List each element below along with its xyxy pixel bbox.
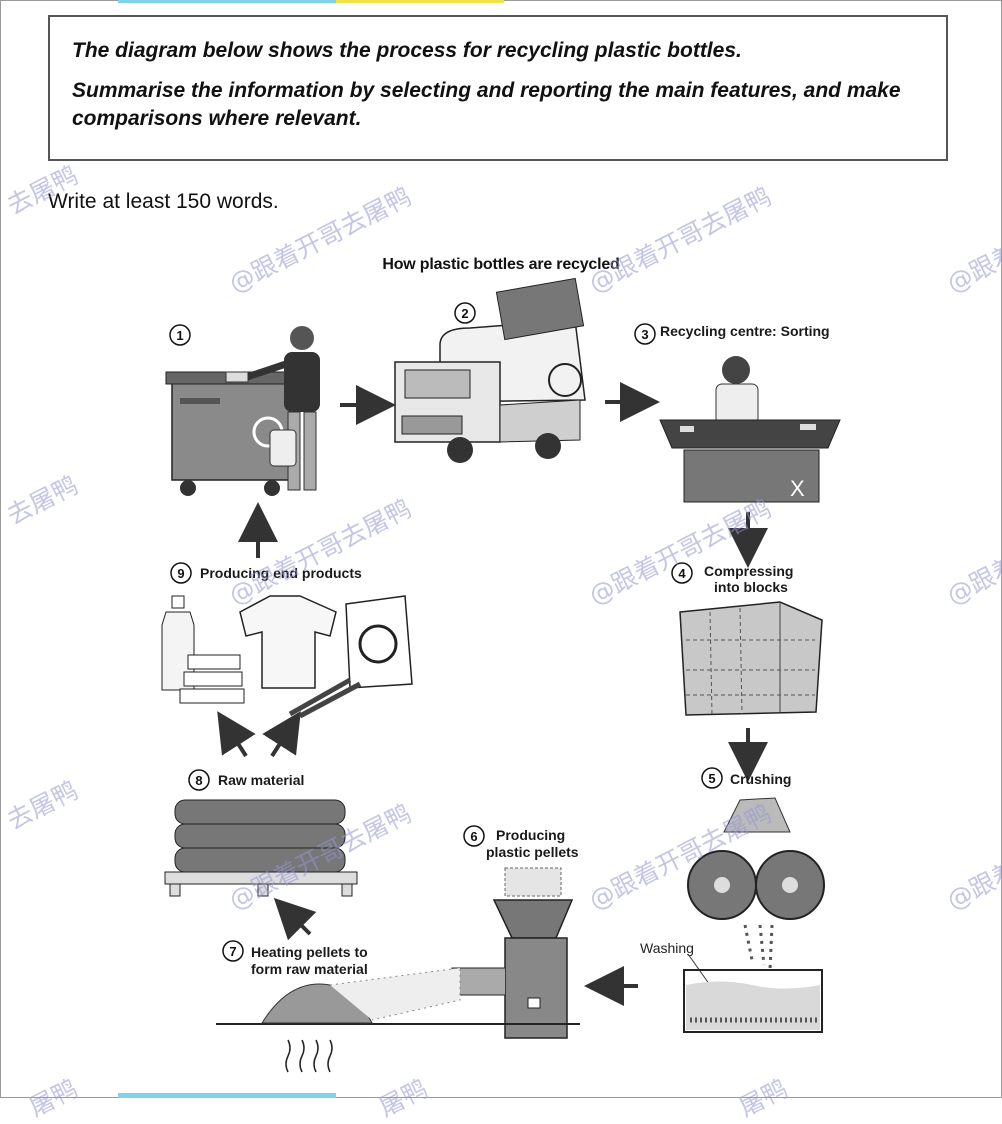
arrow-8-to-9-right <box>262 711 301 758</box>
step-4-compressed-block-illustration: 4 Compressing into blocks <box>671 562 823 716</box>
step-8-number: 8 <box>195 773 202 788</box>
step-6-pellet-machine-illustration: 6 Producing plastic pellets <box>451 825 579 1039</box>
step-9-number-circle <box>170 562 192 584</box>
step-8-raw-material-illustration: 8 Raw material <box>164 769 358 897</box>
arrow-7-to-8 <box>273 897 317 941</box>
step-4-number-circle <box>671 562 693 584</box>
step-1-bin-illustration: 1 <box>165 324 320 496</box>
step-6-number-circle <box>463 825 485 847</box>
step-7-heating-illustration: 7 Heating pellets to form raw material <box>216 940 580 1073</box>
washing-label: Washing <box>640 940 694 956</box>
recycling-process-diagram: 1 2 3 Recycling centre: Sorting <box>161 277 841 1073</box>
task-line-2: Summarise the information by selecting a… <box>72 79 901 130</box>
step-6-number: 6 <box>470 829 477 844</box>
step-7-label-line-2: form raw material <box>251 961 368 977</box>
step-5-label: Crushing <box>730 771 791 787</box>
step-3-sorting-illustration: 3 Recycling centre: Sorting X <box>634 323 841 503</box>
step-7-number-circle <box>222 940 244 962</box>
task-prompt-box: The diagram below shows the process for … <box>48 15 948 161</box>
step-4-number: 4 <box>678 566 686 581</box>
step-4-label-line-1: Compressing <box>704 563 793 579</box>
step-3-number: 3 <box>641 327 648 342</box>
step-7-label-line-1: Heating pellets to <box>251 944 368 960</box>
step-1-number: 1 <box>176 328 183 343</box>
step-3-number-circle <box>634 323 656 345</box>
task-line-1: The diagram below shows the process for … <box>72 39 742 62</box>
step-2-number-circle <box>454 302 476 324</box>
step-5-number: 5 <box>708 771 715 786</box>
svg-text:X: X <box>790 476 805 501</box>
arrow-8-to-9-left <box>217 711 256 758</box>
bottom-highlight-strip <box>118 1093 336 1098</box>
step-3-label: Recycling centre: Sorting <box>660 323 830 339</box>
step-8-label: Raw material <box>218 772 304 788</box>
step-1-number-circle <box>169 324 191 346</box>
step-8-number-circle <box>188 769 210 791</box>
step-7-number: 7 <box>229 944 236 959</box>
step-9-label: Producing end products <box>200 565 362 581</box>
word-count-instruction: Write at least 150 words. <box>48 190 279 213</box>
step-2-truck-illustration: 2 <box>394 277 586 463</box>
step-5-crushing-illustration: 5 Crushing Washing <box>640 767 825 1033</box>
step-9-number: 9 <box>177 566 184 581</box>
step-2-number: 2 <box>461 306 468 321</box>
diagram-title: How plastic bottles are recycled <box>382 256 620 273</box>
step-4-label-line-2: into blocks <box>714 579 788 595</box>
top-highlight-strip-yellow <box>336 0 504 3</box>
step-6-label-line-1: Producing <box>496 827 565 843</box>
step-5-number-circle <box>701 767 723 789</box>
step-6-label-line-2: plastic pellets <box>486 844 579 860</box>
step-9-end-products-illustration: 9 Producing end products <box>161 562 413 719</box>
top-highlight-strip <box>118 0 336 3</box>
